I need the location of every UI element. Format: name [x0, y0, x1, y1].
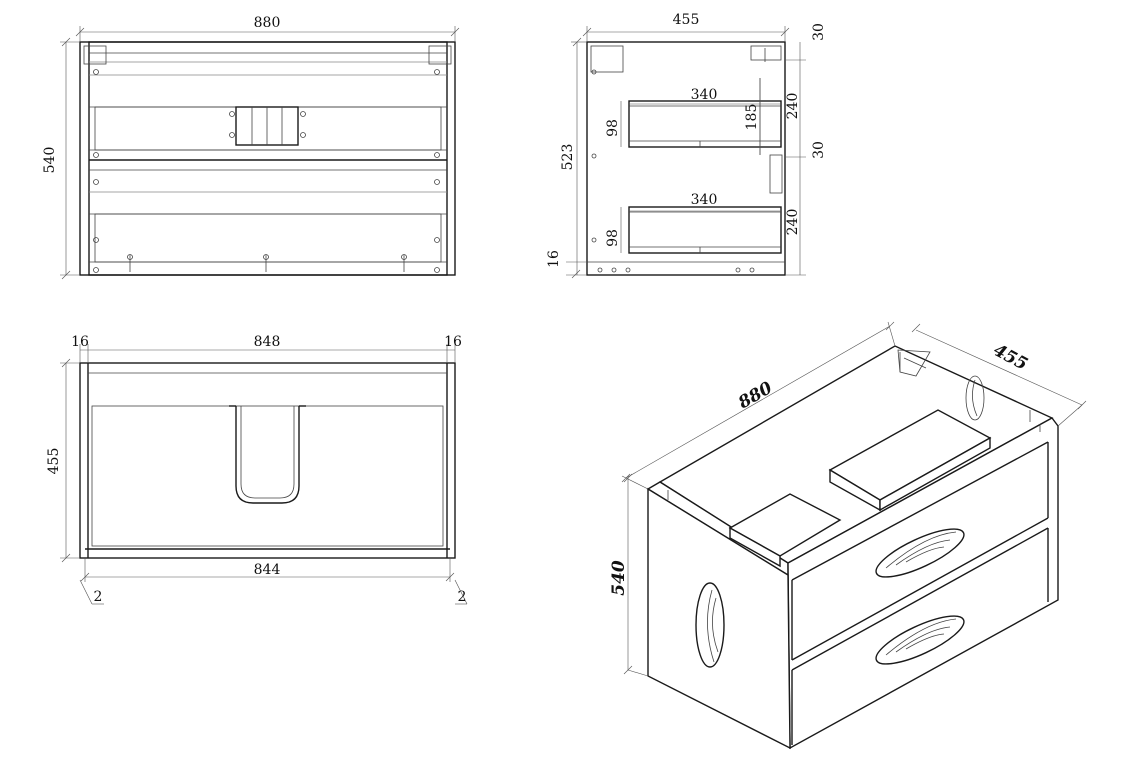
- top-left-panel-label: 16: [71, 334, 89, 350]
- side-drawer-inner-label: 185: [744, 104, 760, 131]
- top-view-dimensions: 16 848 16 455 844 2 2: [46, 334, 468, 605]
- iso-height-label: 540: [609, 560, 629, 596]
- front-height-label: 540: [42, 147, 58, 174]
- side-view: [586, 41, 786, 276]
- side-depth-label: 455: [673, 12, 700, 28]
- top-bottom-width-label: 844: [254, 562, 281, 578]
- top-left-gap-label: 2: [94, 589, 103, 605]
- side-body-height-label: 523: [560, 144, 576, 171]
- side-base-label: 16: [546, 250, 562, 268]
- top-view: [79, 362, 456, 559]
- side-top-gap-label: 30: [811, 23, 827, 41]
- isometric-view: [646, 345, 1059, 750]
- top-drawer-handle: [875, 528, 965, 578]
- side-panel-handle: [695, 582, 725, 668]
- top-right-panel-label: 16: [444, 334, 462, 350]
- iso-width-label: 880: [734, 378, 776, 414]
- front-view: [79, 41, 456, 276]
- front-view-dimensions: 880 540: [42, 15, 460, 280]
- side-drawer-height-bottom-label: 98: [605, 229, 621, 247]
- side-drawer-height-top-label: 98: [605, 119, 621, 137]
- front-width-label: 880: [254, 15, 281, 31]
- side-view-dimensions: 455 30 240 30 240 340 340 98 98 185 523 …: [546, 12, 827, 279]
- back-panel-handle: [965, 375, 985, 421]
- top-right-gap-label: 2: [458, 589, 467, 605]
- side-drawer-space-bottom-label: 240: [785, 209, 801, 236]
- bottom-drawer-handle: [875, 615, 965, 665]
- side-drawer-space-top-label: 240: [785, 93, 801, 120]
- side-drawer-width-top-label: 340: [691, 87, 718, 103]
- side-drawer-width-bottom-label: 340: [691, 192, 718, 208]
- side-mid-gap-label: 30: [811, 141, 827, 159]
- iso-depth-label: 455: [990, 340, 1031, 374]
- top-inner-width-label: 848: [254, 334, 281, 350]
- top-depth-label: 455: [46, 448, 62, 475]
